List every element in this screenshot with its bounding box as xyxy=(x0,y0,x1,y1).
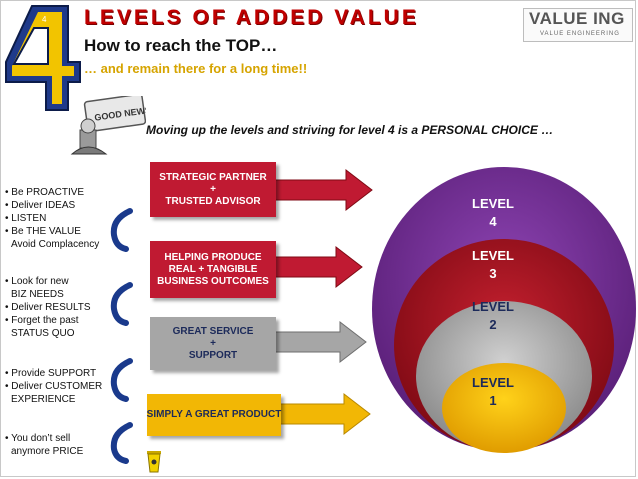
page-tagline: … and remain there for a long time!! xyxy=(84,61,307,76)
curl-connectors xyxy=(108,205,148,465)
curl-arrow-icon xyxy=(114,361,130,399)
badge-number: 4 xyxy=(42,15,47,24)
logo-name: VALUE ING xyxy=(529,9,625,29)
arrow-to-level-2 xyxy=(274,322,366,362)
arrow-to-level-1 xyxy=(274,394,370,434)
curl-arrow-icon xyxy=(114,425,130,461)
step-great-service: GREAT SERVICE+SUPPORT xyxy=(150,317,276,370)
page-subtitle: How to reach the TOP… xyxy=(84,36,277,56)
arrow-to-level-4 xyxy=(274,170,372,210)
page-title: LEVELS OF ADDED VALUE xyxy=(84,6,419,30)
bullet-group-level-1: • You don’t sell anymore PRICE xyxy=(5,432,83,458)
motto-text: Moving up the levels and striving for le… xyxy=(146,123,553,137)
arrows-layer xyxy=(270,168,380,448)
step-strategic-partner: STRATEGIC PARTNER+TRUSTED ADVISOR xyxy=(150,162,276,217)
trash-bin-icon xyxy=(144,446,164,474)
bullet-group-level-3: • Look for new BIZ NEEDS• Deliver RESULT… xyxy=(5,275,91,340)
bullet-group-level-2: • Provide SUPPORT• Deliver CUSTOMER EXPE… xyxy=(5,367,102,406)
step-great-product: SIMPLY A GREAT PRODUCT xyxy=(147,394,281,436)
curl-arrow-icon xyxy=(114,285,130,323)
arrow-to-level-3 xyxy=(274,247,362,287)
logo-tagline: VALUE ENGINEERING xyxy=(540,31,620,37)
bullet-group-level-4: • Be PROACTIVE• Deliver IDEAS• LISTEN• B… xyxy=(5,186,99,251)
good-news-stamp-icon: GOOD NEWS xyxy=(66,96,146,160)
curl-arrow-icon xyxy=(114,211,130,249)
